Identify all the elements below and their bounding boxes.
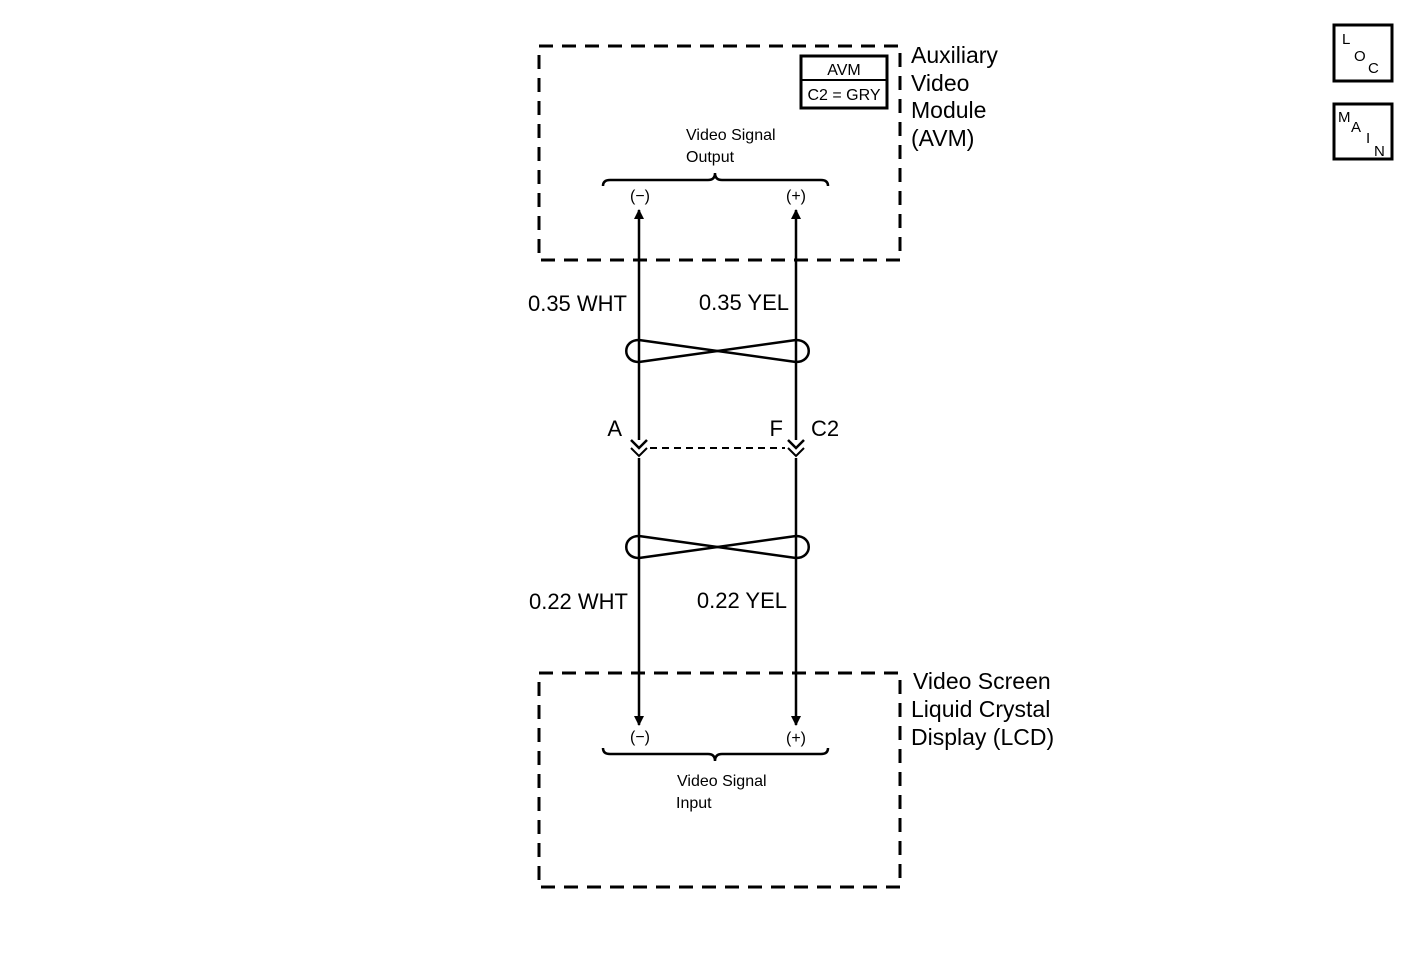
connector-pin-f: F xyxy=(770,416,783,441)
lcd-pin-minus: (−) xyxy=(630,729,650,746)
lcd-module: Video Screen Liquid Crystal Display (LCD… xyxy=(537,668,1057,889)
lcd-input-brace xyxy=(601,747,830,762)
avm-connector-name: AVM xyxy=(827,62,860,79)
avm-pin-plus: (+) xyxy=(786,188,806,205)
lcd-pin-plus: (+) xyxy=(786,730,806,747)
loc-button-letter-o: O xyxy=(1354,48,1366,65)
wire-label-upper-left: 0.35 WHT xyxy=(528,291,627,316)
avm-connector-color: C2 = GRY xyxy=(807,87,880,104)
main-button-letter-m: M xyxy=(1338,109,1351,126)
twisted-pair-upper xyxy=(625,338,810,364)
avm-pin-minus: (−) xyxy=(630,188,650,205)
main-button-letter-a: A xyxy=(1351,119,1361,136)
avm-module-boundary xyxy=(537,44,902,262)
avm-module-name: Auxiliary Video Module (AVM) xyxy=(911,42,1004,151)
wire-label-upper-right: 0.35 YEL xyxy=(699,290,789,315)
loc-button-letter-l: L xyxy=(1342,31,1350,48)
wire-label-lower-left: 0.22 WHT xyxy=(529,589,628,614)
avm-signal-label: Video Signal Output xyxy=(686,127,780,166)
twisted-pair-lower xyxy=(625,534,810,560)
main-button[interactable]: M A I N xyxy=(1332,102,1394,161)
loc-button[interactable]: L O C xyxy=(1332,23,1394,83)
lcd-module-name: Video Screen Liquid Crystal Display (LCD… xyxy=(911,668,1057,750)
connector-pin-a: A xyxy=(607,416,622,441)
inline-connector: A F C2 xyxy=(607,416,839,458)
avm-connector-box: AVM C2 = GRY xyxy=(799,54,889,110)
main-button-letter-i: I xyxy=(1366,130,1370,147)
connector-id: C2 xyxy=(811,416,839,441)
loc-button-letter-c: C xyxy=(1368,60,1379,77)
lcd-signal-label: Video Signal Input xyxy=(676,773,771,812)
avm-output-brace xyxy=(601,172,830,187)
wire-label-lower-right: 0.22 YEL xyxy=(697,588,787,613)
avm-module: AVM C2 = GRY Auxiliary Video Module (AVM… xyxy=(537,42,1004,262)
main-button-letter-n: N xyxy=(1374,143,1385,160)
lcd-module-boundary xyxy=(537,671,902,889)
